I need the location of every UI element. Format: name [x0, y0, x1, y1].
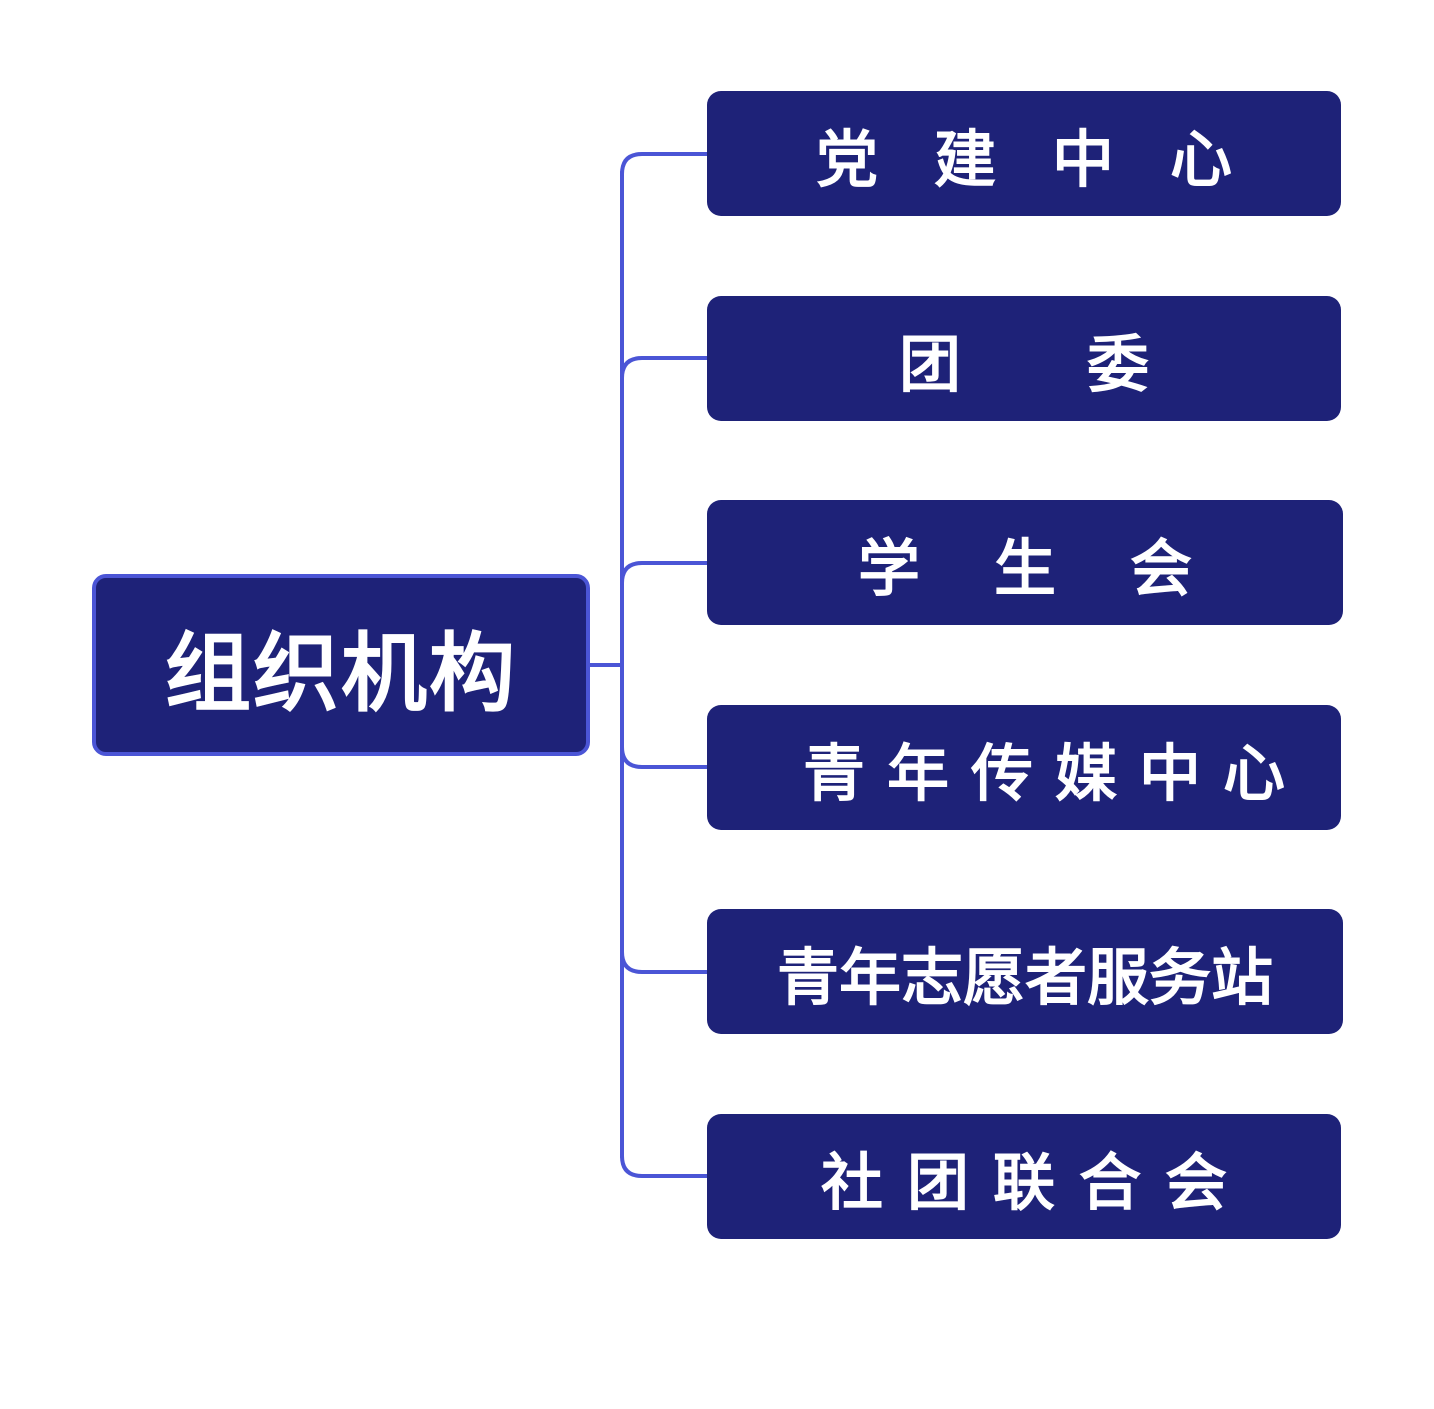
- branch-connector-1: [620, 356, 709, 380]
- node-youth-volunteer-station[interactable]: 青年志愿者服务站: [707, 909, 1343, 1034]
- branch-connector-5: [620, 1154, 709, 1178]
- node-label: 党建中心: [815, 122, 1288, 196]
- root-node[interactable]: 组织机构: [92, 574, 590, 756]
- node-label: 青年传媒中心: [802, 736, 1307, 810]
- branch-connector-3: [620, 745, 709, 769]
- branch-connector-4: [620, 950, 709, 974]
- branch-connector-0: [620, 152, 709, 176]
- node-youth-media-center[interactable]: 青年传媒中心: [707, 705, 1341, 830]
- root-label: 组织机构: [165, 623, 517, 724]
- node-student-union[interactable]: 学生会: [707, 500, 1343, 625]
- node-club-federation[interactable]: 社团联合会: [707, 1114, 1341, 1239]
- node-party-building-center[interactable]: 党建中心: [707, 91, 1341, 216]
- node-youth-league-committee[interactable]: 团委: [707, 296, 1341, 421]
- node-label: 团委: [898, 327, 1275, 401]
- node-label: 社团联合会: [820, 1145, 1251, 1219]
- node-label: 学生会: [857, 531, 1266, 605]
- node-label: 青年志愿者服务站: [776, 940, 1273, 1014]
- branch-connector-2: [620, 561, 709, 585]
